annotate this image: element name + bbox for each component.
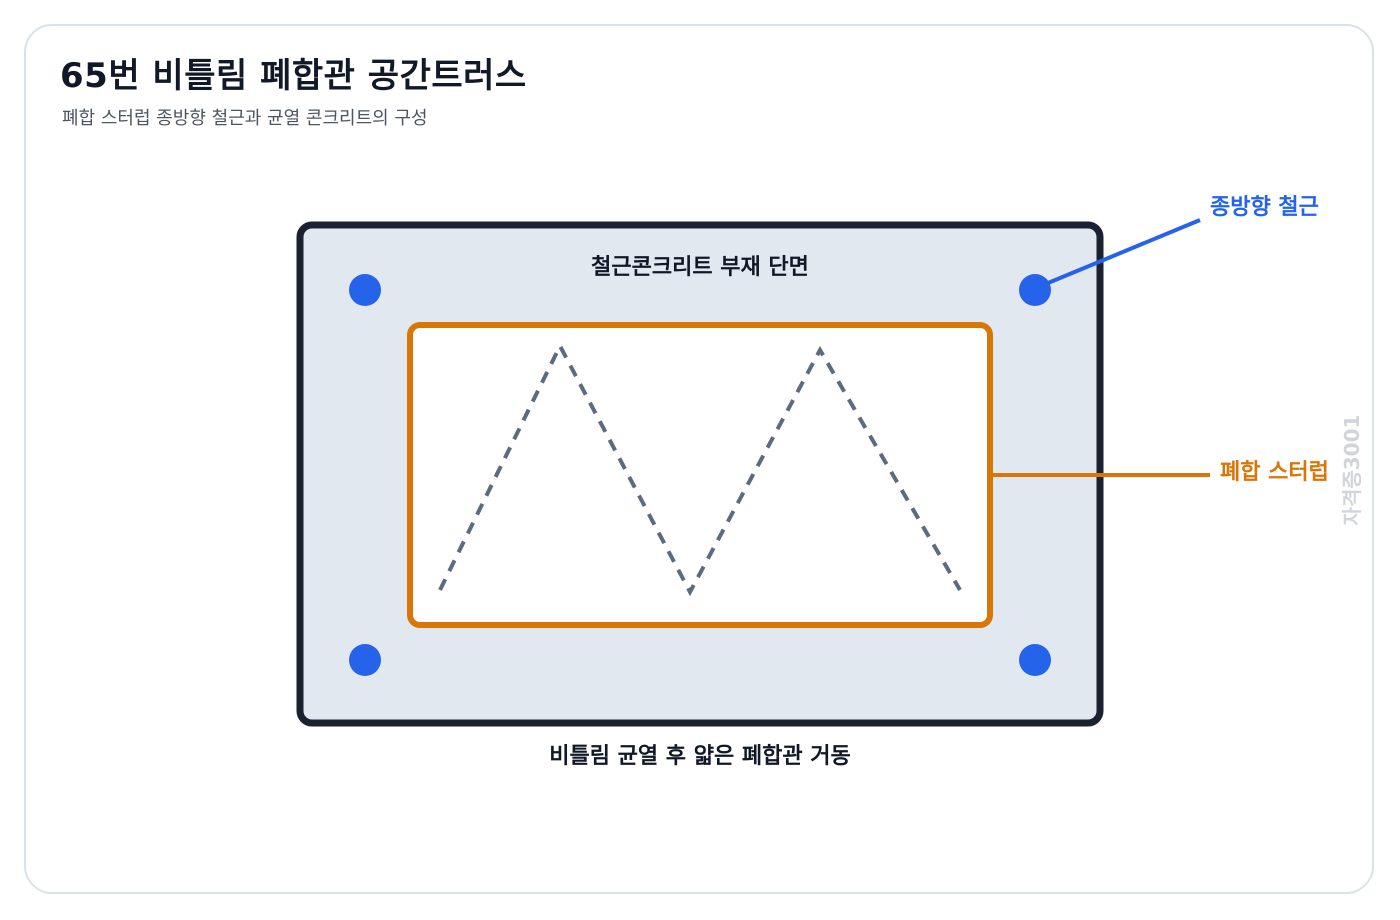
page-subtitle: 폐합 스터럽 종방향 철근과 균열 콘크리트의 구성	[62, 108, 428, 129]
rebar-callout-label: 종방향 철근	[1210, 195, 1319, 220]
longitudinal-rebar-top-right	[1019, 274, 1051, 306]
page-title: 65번 비틀림 폐합관 공간트러스	[60, 56, 527, 96]
longitudinal-rebar-bottom-right	[1019, 644, 1051, 676]
rebar-callout-line	[1047, 218, 1201, 285]
watermark: 자격증3001	[1340, 415, 1364, 526]
truss-diagonals	[438, 341, 962, 597]
stirrup-callout-label: 폐합 스터럽	[1220, 459, 1329, 485]
section-label: 철근콘크리트 부재 단면	[591, 255, 809, 280]
diagram-caption: 비틀림 균열 후 얇은 폐합관 거동	[549, 743, 850, 769]
closed-stirrup	[407, 322, 993, 628]
longitudinal-rebar-bottom-left	[349, 644, 381, 676]
longitudinal-rebar-top-left	[349, 274, 381, 306]
